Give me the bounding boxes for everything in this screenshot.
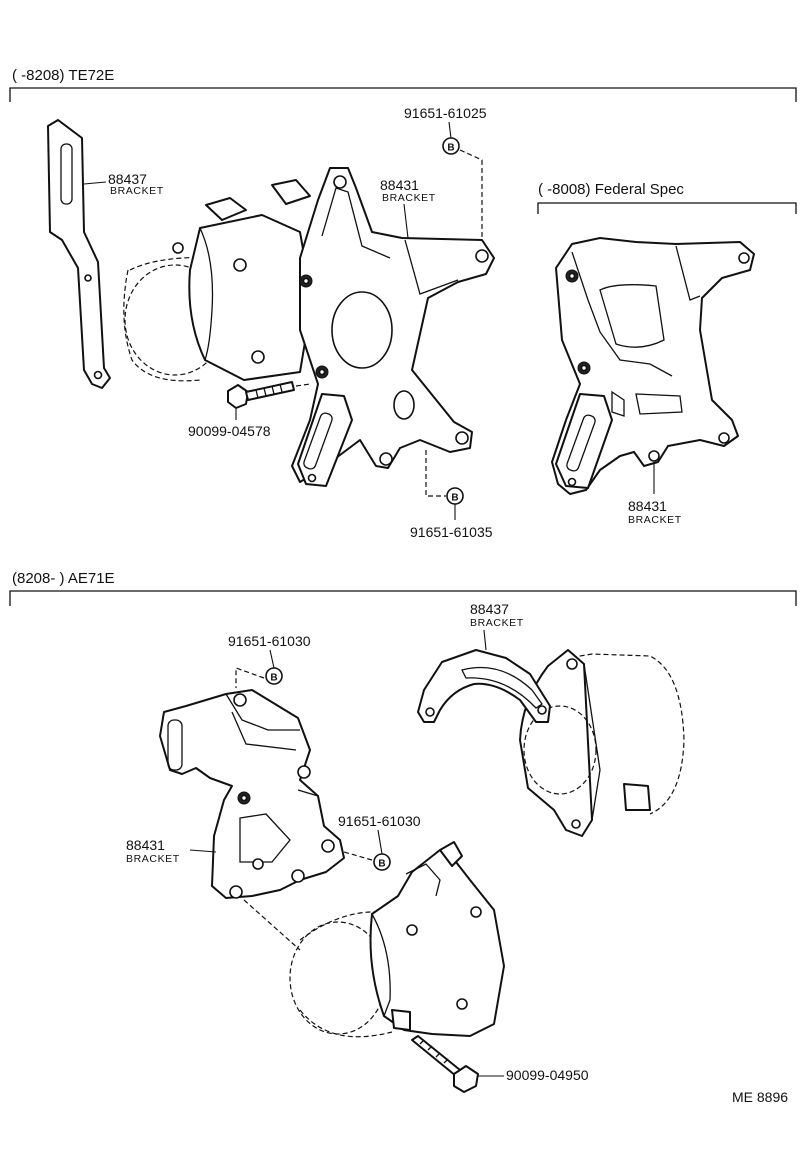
- l-88431-name: BRACKET: [126, 853, 180, 865]
- u-nut-bottom-number: 91651-61035: [410, 524, 493, 540]
- upper-section-header: ( -8208) TE72E: [12, 67, 114, 84]
- l-nut-top-dashline: [235, 667, 265, 688]
- upper-section-frame: [9, 87, 797, 102]
- svg-text:B: B: [451, 493, 458, 504]
- federal-spec-frame: [537, 202, 797, 214]
- l-88437-leader: [483, 629, 487, 651]
- lower-bolt-number: 90099-04950: [506, 1067, 589, 1083]
- lower-bracket-88431: [159, 689, 345, 899]
- federal-spec-header: ( -8008) Federal Spec: [538, 181, 684, 198]
- upper-bolt: [227, 381, 295, 409]
- upper-bracket-88431: [291, 167, 495, 487]
- svg-text:B: B: [378, 859, 385, 870]
- f-88431-number: 88431: [628, 498, 667, 514]
- u-88431-name: BRACKET: [382, 192, 436, 204]
- u-nut-top-dashline: [459, 149, 483, 240]
- u-88437-leader: [83, 181, 107, 185]
- lower-section-frame: [9, 590, 797, 606]
- lower-bracket-88437: [417, 649, 551, 723]
- upper-bolt-number: 90099-04578: [188, 423, 271, 439]
- u-nut-bottom-marker: B: [446, 487, 464, 505]
- upper-bracket-88437: [47, 119, 111, 389]
- u-88437-number: 88437: [108, 171, 147, 187]
- l-88431-leader: [189, 849, 217, 853]
- u-nut-bottom-dashline: [425, 450, 446, 497]
- u-nut-top-marker: B: [442, 137, 460, 155]
- l-88437-name: BRACKET: [470, 617, 524, 629]
- upper-bolt-dashline: [295, 383, 311, 387]
- f-88431-name: BRACKET: [628, 514, 682, 526]
- l-nut-mid-number: 91651-61030: [338, 813, 421, 829]
- svg-text:B: B: [447, 143, 454, 154]
- l-88437-number: 88437: [470, 601, 509, 617]
- u-88431-leader: [403, 203, 409, 239]
- upper-compressor: [123, 179, 313, 382]
- u-88437-name: BRACKET: [110, 185, 164, 197]
- l-nut-mid-dashline: [343, 851, 373, 861]
- svg-text:B: B: [270, 673, 277, 684]
- l-nut-top-number: 91651-61030: [228, 633, 311, 649]
- l-nut-mid-leader: [377, 829, 383, 855]
- u-nut-top-leader: [448, 121, 452, 139]
- figure-code: ME 8896: [732, 1089, 788, 1105]
- l-88431-number: 88431: [126, 837, 165, 853]
- lower-bolt: [411, 1035, 479, 1093]
- lower-compressor: [243, 841, 505, 1038]
- l-nut-mid-marker: B: [373, 853, 391, 871]
- u-88431-number: 88431: [380, 177, 419, 193]
- lower-alternator: [519, 649, 685, 837]
- lower-section-header: (8208- ) AE71E: [12, 570, 115, 587]
- l-nut-top-leader: [269, 649, 275, 669]
- federal-bracket-88431: [551, 237, 755, 495]
- u-nut-top-number: 91651-61025: [404, 105, 487, 121]
- l-nut-top-marker: B: [265, 667, 283, 685]
